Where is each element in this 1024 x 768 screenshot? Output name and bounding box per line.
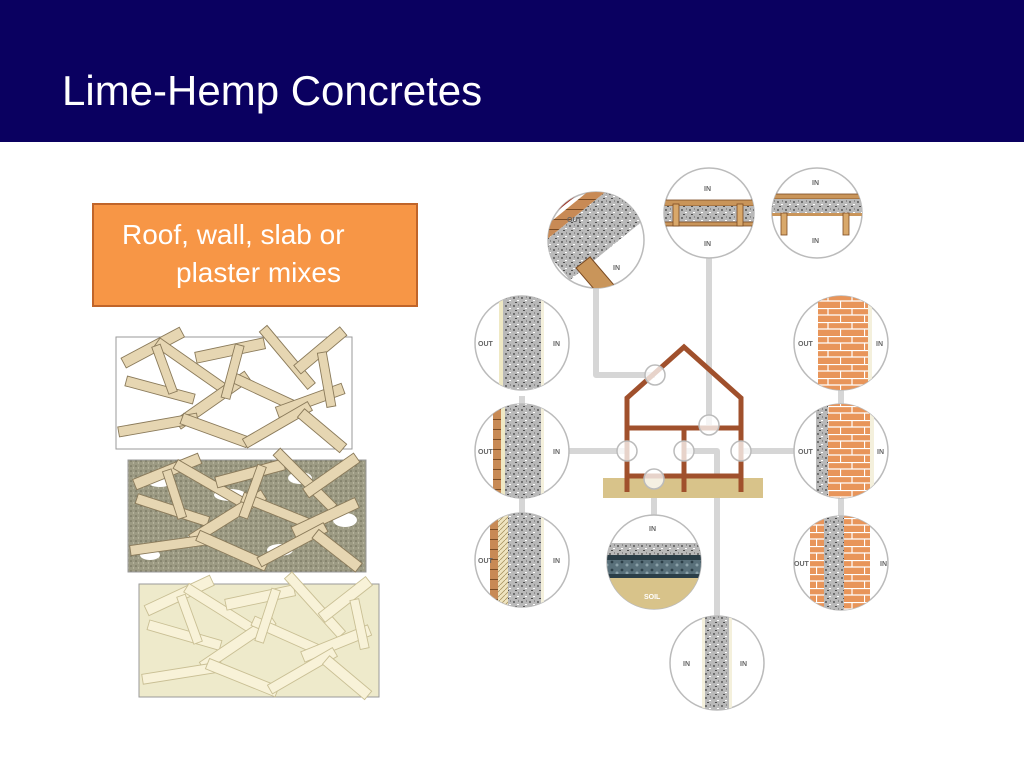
detail-pitched-roof: OUT IN — [547, 191, 645, 289]
label-in: IN — [553, 558, 560, 565]
detail-floor-slab: IN SOIL — [606, 514, 702, 610]
label-soil: SOIL — [644, 594, 661, 601]
label-in: IN — [877, 449, 884, 456]
house-section-frame — [603, 343, 763, 498]
detail-wall-cladding: OUT IN — [474, 403, 570, 499]
label-out: OUT — [567, 217, 583, 224]
detail-suspended-floor: IN IN — [771, 167, 863, 259]
label-out: OUT — [478, 341, 494, 348]
detail-brick-wall-2: OUT IN — [793, 403, 889, 499]
label-out: OUT — [794, 561, 810, 568]
label-in: IN — [613, 265, 620, 272]
detail-internal-wall: IN IN — [669, 615, 765, 711]
fiber-panel-lime-binder — [138, 571, 380, 701]
fiber-panel-lime-coated — [127, 447, 367, 573]
label-in: IN — [649, 526, 656, 533]
connector-lines — [519, 258, 844, 616]
label-in: IN — [704, 241, 711, 248]
label-in: IN — [683, 661, 690, 668]
label-out: OUT — [478, 558, 494, 565]
mix-callout-box: Roof, wall, slab or plaster mixes — [92, 203, 418, 307]
detail-flat-roof: IN IN — [663, 167, 755, 259]
label-in: IN — [704, 186, 711, 193]
title-bar — [0, 0, 1024, 142]
label-in: IN — [812, 180, 819, 187]
label-out: OUT — [478, 449, 494, 456]
label-in: IN — [553, 341, 560, 348]
detail-wall-cladding-board: OUT IN — [474, 512, 570, 608]
label-in: IN — [740, 661, 747, 668]
label-in: IN — [812, 238, 819, 245]
detail-brick-wall-1: OUT IN — [793, 295, 889, 391]
callout-line-1: Roof, wall, slab or — [122, 219, 345, 250]
label-out: OUT — [798, 449, 814, 456]
detail-brick-wall-3: OUT IN — [793, 515, 889, 611]
label-in: IN — [880, 561, 887, 568]
callout-line-2: plaster mixes — [176, 257, 341, 288]
label-in: IN — [876, 341, 883, 348]
label-in: IN — [553, 449, 560, 456]
detail-wall-render: OUT IN — [474, 295, 570, 391]
slide-title: Lime-Hemp Concretes — [62, 67, 483, 114]
label-out: OUT — [798, 341, 814, 348]
fiber-panel-loose — [115, 324, 353, 454]
